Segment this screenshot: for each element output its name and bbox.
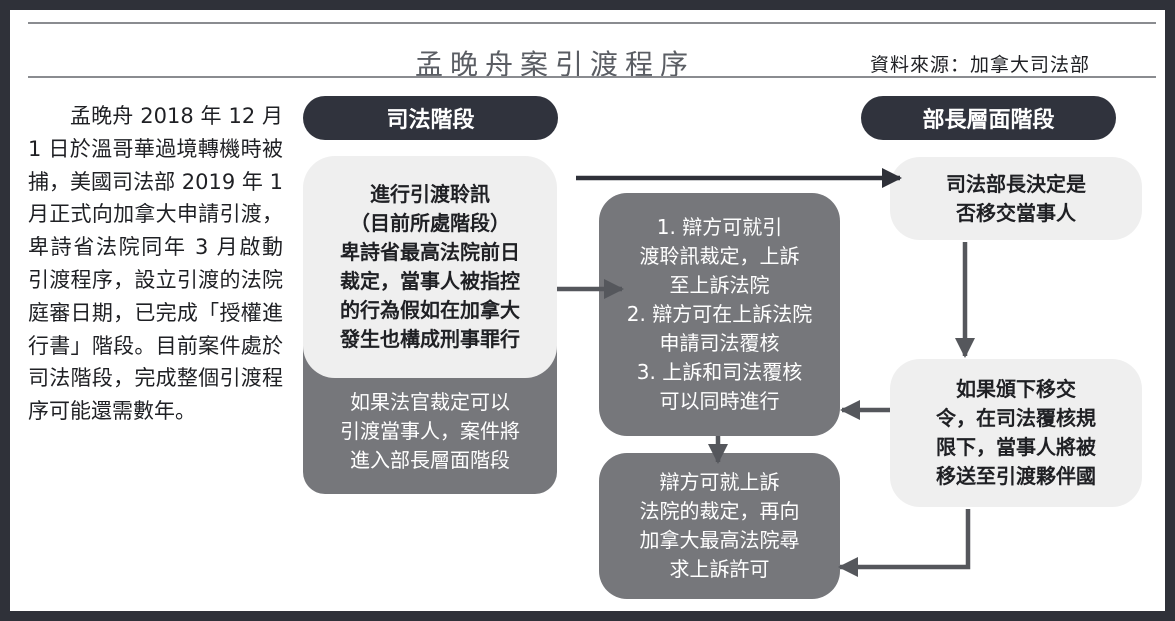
box-text-line: 可以同時進行 <box>659 389 780 413</box>
judicial-phase-label: 司法階段 <box>303 96 558 140</box>
infographic-title: 孟晚舟案引渡程序 <box>415 48 696 81</box>
box-text-line: 令，在司法覆核規 <box>936 406 1096 430</box>
box-text-line: 法院的裁定，再向 <box>639 499 800 523</box>
box-text-line: 限下，當事人將被 <box>936 435 1096 459</box>
box-text-line: 發生也構成刑事罪行 <box>340 327 520 351</box>
box-text-line: 辯方可就上訴 <box>659 470 780 494</box>
intro-paragraph: 孟晚舟 2018 年 12 月 1 日於溫哥華過境轉機時被捕，美國司法部 201… <box>28 104 283 424</box>
box-text-line: 進行引渡聆訊 <box>370 182 490 206</box>
box-text-line: 如果法官裁定可以 <box>350 389 510 414</box>
appeal-options-box: 1. 辯方可就引渡聆訊裁定，上訴至上訴法院 2. 辯方可在上訴法院申請司法覆核 3.… <box>599 193 840 436</box>
box-text-line: 加拿大最高法院尋 <box>639 528 800 552</box>
box-text-line: 否移交當事人 <box>956 200 1076 225</box>
box-text-line: 至上訴法院 <box>669 273 770 297</box>
box-text-line: 的行為假如在加拿大 <box>340 298 520 322</box>
box-text-line: 2. 辯方可在上訴法院 <box>626 302 813 326</box>
box-text-line: 渡聆訊裁定，上訴 <box>639 244 800 268</box>
extradition-hearing-box: 進行引渡聆訊 （目前所處階段） 卑詩省最高法院前日裁定，當事人被指控的行為假如在加拿… <box>303 156 557 378</box>
ministerial-phase-label: 部長層面階段 <box>861 96 1116 140</box>
box-text-line: 如果頒下移交 <box>956 377 1076 401</box>
box-text-line: 移送至引渡夥伴國 <box>936 464 1096 488</box>
surrender-order-box: 如果頒下移交令，在司法覆核規限下，當事人將被移送至引渡夥伴國 <box>890 359 1142 507</box>
box-text-line: 3. 上訴和司法覆核 <box>636 360 803 384</box>
supreme-court-appeal-box: 辯方可就上訴法院的裁定，再向加拿大最高法院尋求上訴許可 <box>599 453 840 599</box>
box-text-line: 裁定，當事人被指控 <box>340 269 520 293</box>
flow-arrows <box>557 167 976 578</box>
box-text-line: 1. 辯方可就引 <box>656 215 783 239</box>
top-rule <box>28 22 1156 24</box>
box-text-line: 司法部長決定是 <box>946 171 1086 196</box>
box-text-line: 卑詩省最高法院前日 <box>340 240 520 264</box>
arrow-surrender-to-supreme <box>837 509 971 578</box>
source-note: 資料來源：加拿大司法部 <box>870 54 1091 76</box>
title-rule <box>28 76 1156 78</box>
box-text-line: 求上訴許可 <box>669 557 770 581</box>
box-text-line: （目前所處階段） <box>350 211 510 235</box>
infographic-panel: 孟晚舟案引渡程序 資料來源：加拿大司法部 孟晚舟 2018 年 12 月 1 日… <box>10 10 1165 611</box>
box-text-line: 引渡當事人，案件將 <box>340 418 520 443</box>
minister-decision-box: 司法部長決定是否移交當事人 <box>890 157 1142 240</box>
box-text-line: 進入部長層面階段 <box>350 447 510 472</box>
box-text-line: 申請司法覆核 <box>659 331 780 355</box>
